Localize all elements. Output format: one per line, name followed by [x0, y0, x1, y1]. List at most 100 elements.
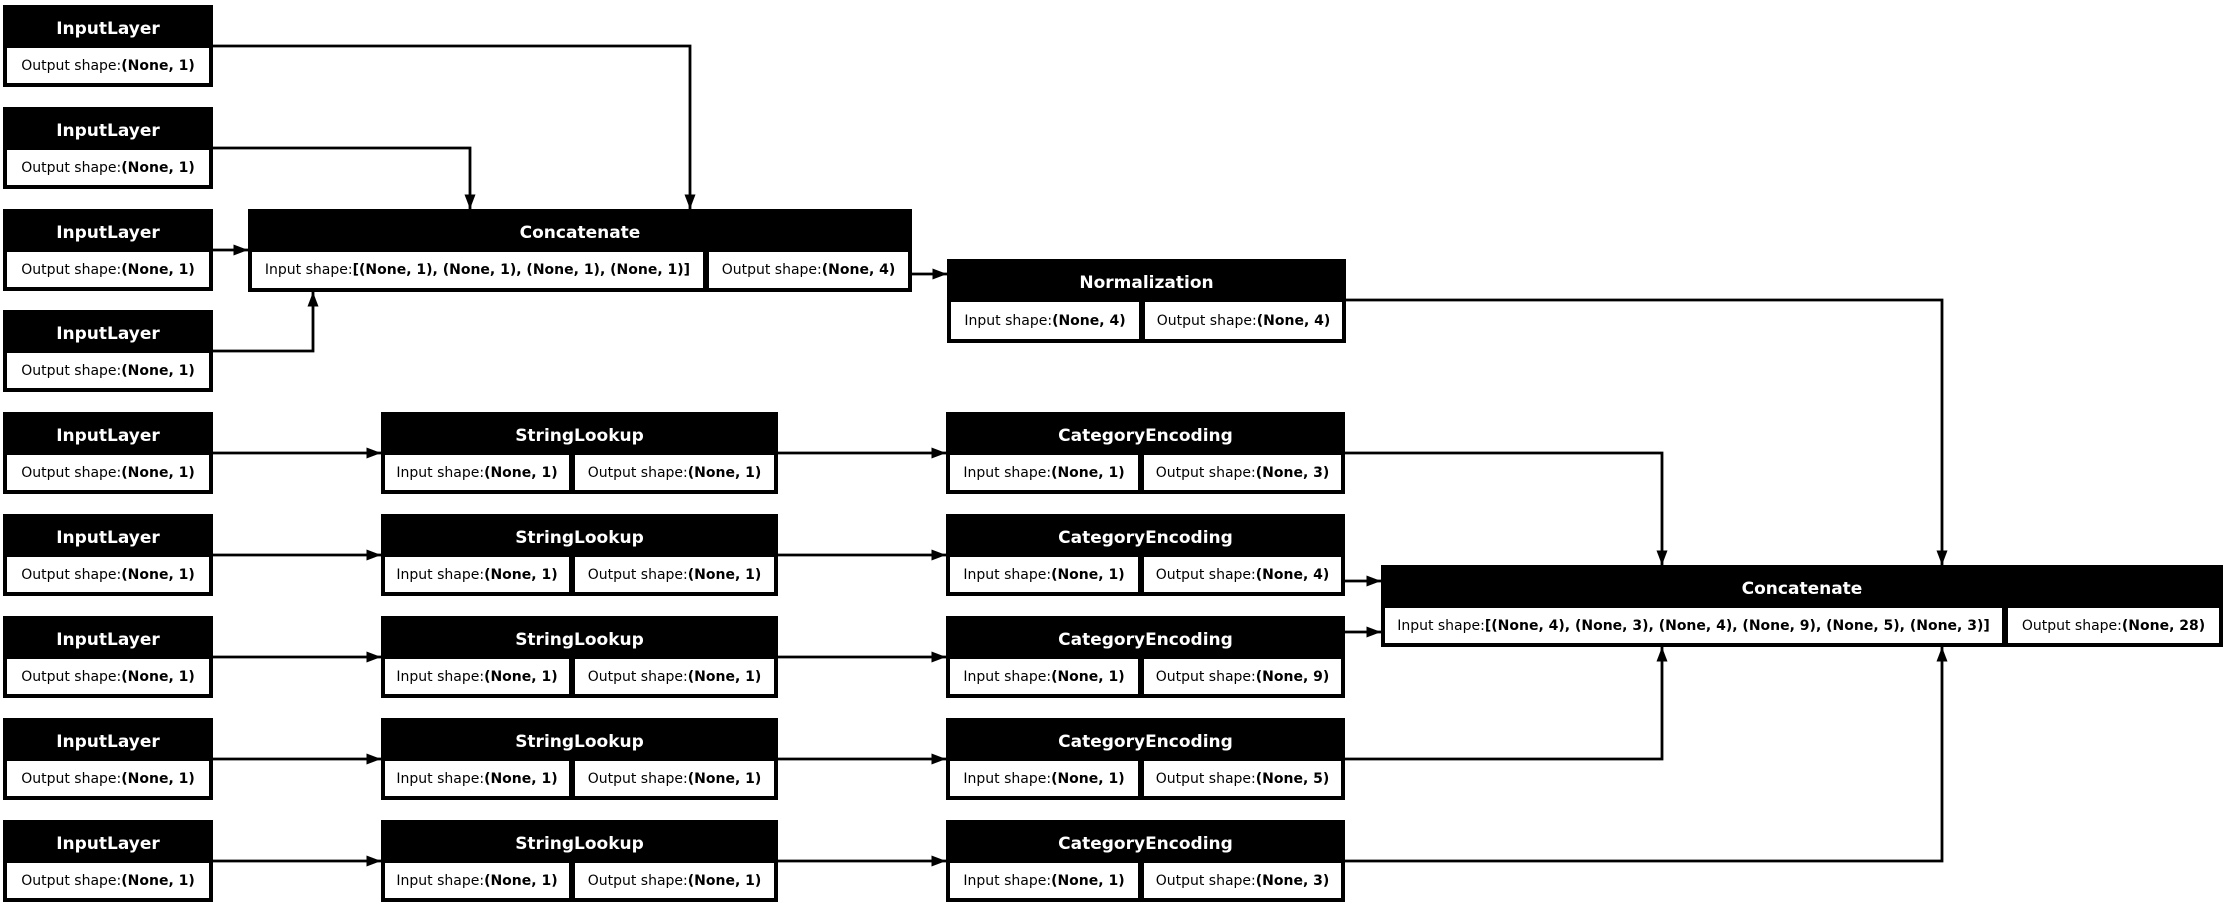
output-shape-cell: Output shape: (None, 1) — [7, 659, 209, 694]
shape-cells-row: Output shape: (None, 1) — [7, 557, 209, 592]
input-shape-cell: Input shape: (None, 1) — [385, 761, 569, 796]
output-shape-cell: Output shape: (None, 1) — [575, 863, 774, 898]
node-type-label: InputLayer — [56, 222, 160, 243]
node-type-label: StringLookup — [515, 833, 644, 854]
shape-cells-row: Output shape: (None, 1) — [7, 455, 209, 490]
shape-label: Input shape: — [963, 770, 1052, 787]
shape-cells-row: Input shape: (None, 1)Output shape: (Non… — [385, 455, 774, 490]
shape-value: (None, 1) — [121, 770, 195, 787]
shape-cells-row: Output shape: (None, 1) — [7, 761, 209, 796]
input-shape-cell: Input shape: (None, 1) — [950, 761, 1138, 796]
shape-label: Output shape: — [587, 464, 688, 481]
output-shape-cell: Output shape: (None, 1) — [575, 659, 774, 694]
shape-cells-row: Input shape: (None, 1)Output shape: (Non… — [950, 557, 1341, 592]
edge-category_encoding_8-to-concat_2 — [1345, 647, 1668, 761]
node-type-label: CategoryEncoding — [1058, 425, 1233, 446]
shape-cells-row: Input shape: (None, 1)Output shape: (Non… — [950, 455, 1341, 490]
node-type-label: StringLookup — [515, 425, 644, 446]
node-type-label: Concatenate — [519, 222, 641, 243]
shape-cells-row: Output shape: (None, 1) — [7, 48, 209, 83]
shape-value: (None, 1) — [484, 872, 558, 889]
shape-label: Output shape: — [1156, 312, 1257, 329]
shape-label: Input shape: — [963, 566, 1052, 583]
shape-value: [(None, 1), (None, 1), (None, 1), (None,… — [352, 262, 691, 278]
shape-label: Input shape: — [396, 464, 485, 481]
shape-label: Input shape: — [1397, 617, 1485, 634]
shape-label: Input shape: — [264, 262, 353, 278]
shape-label: Output shape: — [587, 566, 688, 583]
shape-label: Input shape: — [396, 872, 485, 889]
shape-value: (None, 1) — [121, 261, 195, 278]
output-shape-cell: Output shape: (None, 1) — [7, 557, 209, 592]
shape-value: (None, 1) — [1051, 668, 1125, 685]
shape-value: (None, 1) — [687, 668, 762, 685]
node-type-label: CategoryEncoding — [1058, 527, 1233, 548]
shape-label: Output shape: — [21, 159, 122, 176]
shape-cells-row: Output shape: (None, 1) — [7, 863, 209, 898]
shape-label: Output shape: — [721, 262, 822, 278]
node-type-label: InputLayer — [56, 731, 160, 752]
node-type-label: InputLayer — [56, 629, 160, 650]
shape-cells-row: Input shape: (None, 1)Output shape: (Non… — [385, 659, 774, 694]
output-shape-cell: Output shape: (None, 3) — [1144, 863, 1341, 898]
edge-input_4-to-concat_1 — [213, 292, 319, 353]
node-type-label: CategoryEncoding — [1058, 629, 1233, 650]
shape-value: (None, 4) — [821, 262, 896, 278]
shape-label: Input shape: — [964, 312, 1053, 329]
output-shape-cell: Output shape: (None, 1) — [7, 252, 209, 287]
output-shape-cell: Output shape: (None, 4) — [1145, 302, 1342, 339]
shape-value: (None, 1) — [1051, 770, 1125, 787]
shape-label: Output shape: — [587, 872, 688, 889]
shape-label: Output shape: — [587, 770, 688, 787]
node-type-label: CategoryEncoding — [1058, 833, 1233, 854]
node-type-label: StringLookup — [515, 527, 644, 548]
input-shape-cell: Input shape: (None, 4) — [951, 302, 1139, 339]
output-shape-cell: Output shape: (None, 1) — [575, 761, 774, 796]
output-shape-cell: Output shape: (None, 1) — [7, 863, 209, 898]
shape-cells-row: Input shape: (None, 1)Output shape: (Non… — [950, 863, 1341, 898]
shape-label: Output shape: — [2021, 617, 2122, 634]
shape-label: Input shape: — [963, 464, 1052, 481]
shape-label: Output shape: — [1155, 464, 1256, 481]
output-shape-cell: Output shape: (None, 1) — [7, 48, 209, 83]
shape-cells-row: Input shape: [(None, 1), (None, 1), (Non… — [252, 252, 908, 288]
shape-value: (None, 1) — [687, 566, 762, 583]
output-shape-cell: Output shape: (None, 1) — [7, 353, 209, 388]
shape-label: Output shape: — [21, 770, 122, 787]
shape-value: (None, 1) — [484, 464, 558, 481]
shape-value: (None, 1) — [484, 770, 558, 787]
shape-cells-row: Output shape: (None, 1) — [7, 252, 209, 287]
shape-label: Input shape: — [963, 872, 1052, 889]
shape-label: Output shape: — [1155, 872, 1256, 889]
shape-cells-row: Output shape: (None, 1) — [7, 353, 209, 388]
shape-value: (None, 1) — [687, 464, 762, 481]
shape-cells-row: Input shape: (None, 1)Output shape: (Non… — [950, 659, 1341, 694]
output-shape-cell: Output shape: (None, 9) — [1144, 659, 1341, 694]
shape-label: Output shape: — [21, 464, 122, 481]
shape-label: Output shape: — [1155, 566, 1256, 583]
node-type-label: InputLayer — [56, 527, 160, 548]
shape-cells-row: Input shape: (None, 1)Output shape: (Non… — [950, 761, 1341, 796]
shape-label: Output shape: — [1155, 668, 1256, 685]
shape-value: (None, 1) — [1051, 566, 1125, 583]
node-type-label: Normalization — [1079, 272, 1214, 293]
shape-value: (None, 1) — [484, 668, 558, 685]
shape-label: Output shape: — [21, 668, 122, 685]
node-type-label: InputLayer — [56, 323, 160, 344]
shape-value: [(None, 4), (None, 3), (None, 4), (None,… — [1484, 617, 1990, 634]
input-shape-cell: Input shape: (None, 1) — [385, 455, 569, 490]
shape-value: (None, 1) — [121, 362, 195, 379]
input-shape-cell: Input shape: (None, 1) — [950, 659, 1138, 694]
